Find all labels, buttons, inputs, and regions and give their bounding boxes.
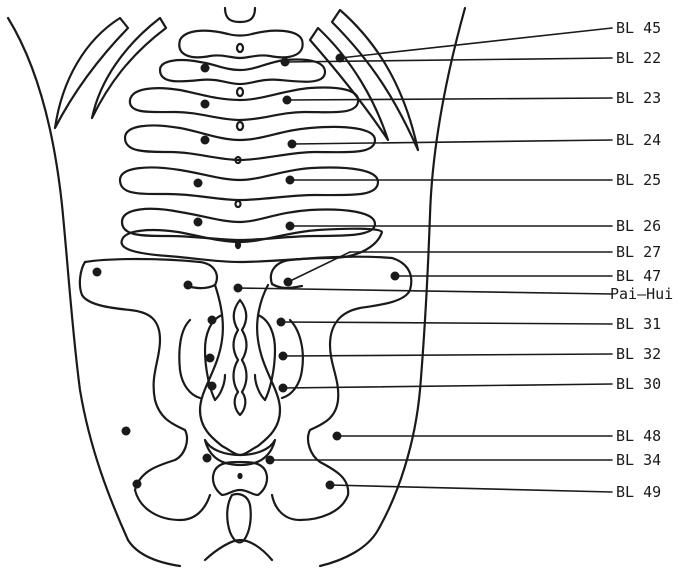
- iliac-crest-right: [272, 258, 411, 520]
- spinous-oval-2: [237, 88, 243, 96]
- body-outline-left: [8, 18, 180, 566]
- leader-bl49: [330, 485, 612, 492]
- label-bl26: BL 26: [616, 217, 661, 235]
- label-bl48: BL 48: [616, 427, 661, 445]
- label-paihui: Pai—Hui: [610, 285, 673, 303]
- leader-bl22: [285, 58, 612, 62]
- iliac-top-left: [85, 259, 217, 288]
- label-bl25: BL 25: [616, 171, 661, 189]
- point-bl49-left: [133, 480, 142, 489]
- vertebra-5: [120, 167, 378, 200]
- label-bl27: BL 27: [616, 243, 661, 261]
- rib-left-outer: [55, 18, 128, 128]
- vertebra-2: [160, 60, 325, 85]
- point-bl24-left: [201, 136, 210, 145]
- leader-bl27: [288, 252, 350, 282]
- point-bl30-left: [208, 382, 217, 391]
- leader-bl45: [340, 28, 612, 58]
- label-bl45: BL 45: [616, 19, 661, 37]
- point-bl34-left: [203, 454, 212, 463]
- point-bl31-left: [208, 316, 217, 325]
- leader-bl31: [281, 322, 612, 324]
- leader-bl24: [292, 140, 612, 144]
- spinous-oval-3: [237, 122, 243, 130]
- label-bl34: BL 34: [616, 451, 661, 469]
- label-bl22: BL 22: [616, 49, 661, 67]
- leader-bl32: [283, 354, 612, 356]
- point-bl26-left: [194, 218, 203, 227]
- sacro-iliac-left: [179, 320, 200, 398]
- point-bl48-left: [122, 427, 131, 436]
- point-bl27-left: [184, 281, 193, 290]
- label-bl23: BL 23: [616, 89, 661, 107]
- coccyx-tip: [227, 494, 251, 542]
- leader-paihui: [238, 288, 612, 294]
- label-bl47: BL 47: [616, 267, 661, 285]
- leader-bl23: [287, 98, 612, 100]
- point-bl25-left: [194, 179, 203, 188]
- spinous-oval-5: [236, 201, 241, 207]
- leader-bl30: [283, 384, 612, 388]
- point-bl32-left: [206, 354, 215, 363]
- label-bl30: BL 30: [616, 375, 661, 393]
- label-bl32: BL 32: [616, 345, 661, 363]
- rib-right-inner: [310, 28, 388, 140]
- spine-top: [225, 8, 255, 22]
- label-bl49: BL 49: [616, 483, 661, 501]
- body-outline-right: [320, 8, 465, 566]
- label-bl31: BL 31: [616, 315, 661, 333]
- sacral-hiatus: [236, 242, 240, 248]
- label-bl24: BL 24: [616, 131, 661, 149]
- spinous-oval-1: [237, 44, 243, 52]
- vertebra-6: [122, 209, 375, 240]
- sacral-crest: [234, 300, 247, 415]
- point-bl47-left: [93, 268, 102, 277]
- point-bl22-left: [201, 64, 210, 73]
- sacrum-outline: [200, 285, 280, 455]
- point-bl23-left: [201, 100, 210, 109]
- coccyx-dot: [239, 474, 242, 478]
